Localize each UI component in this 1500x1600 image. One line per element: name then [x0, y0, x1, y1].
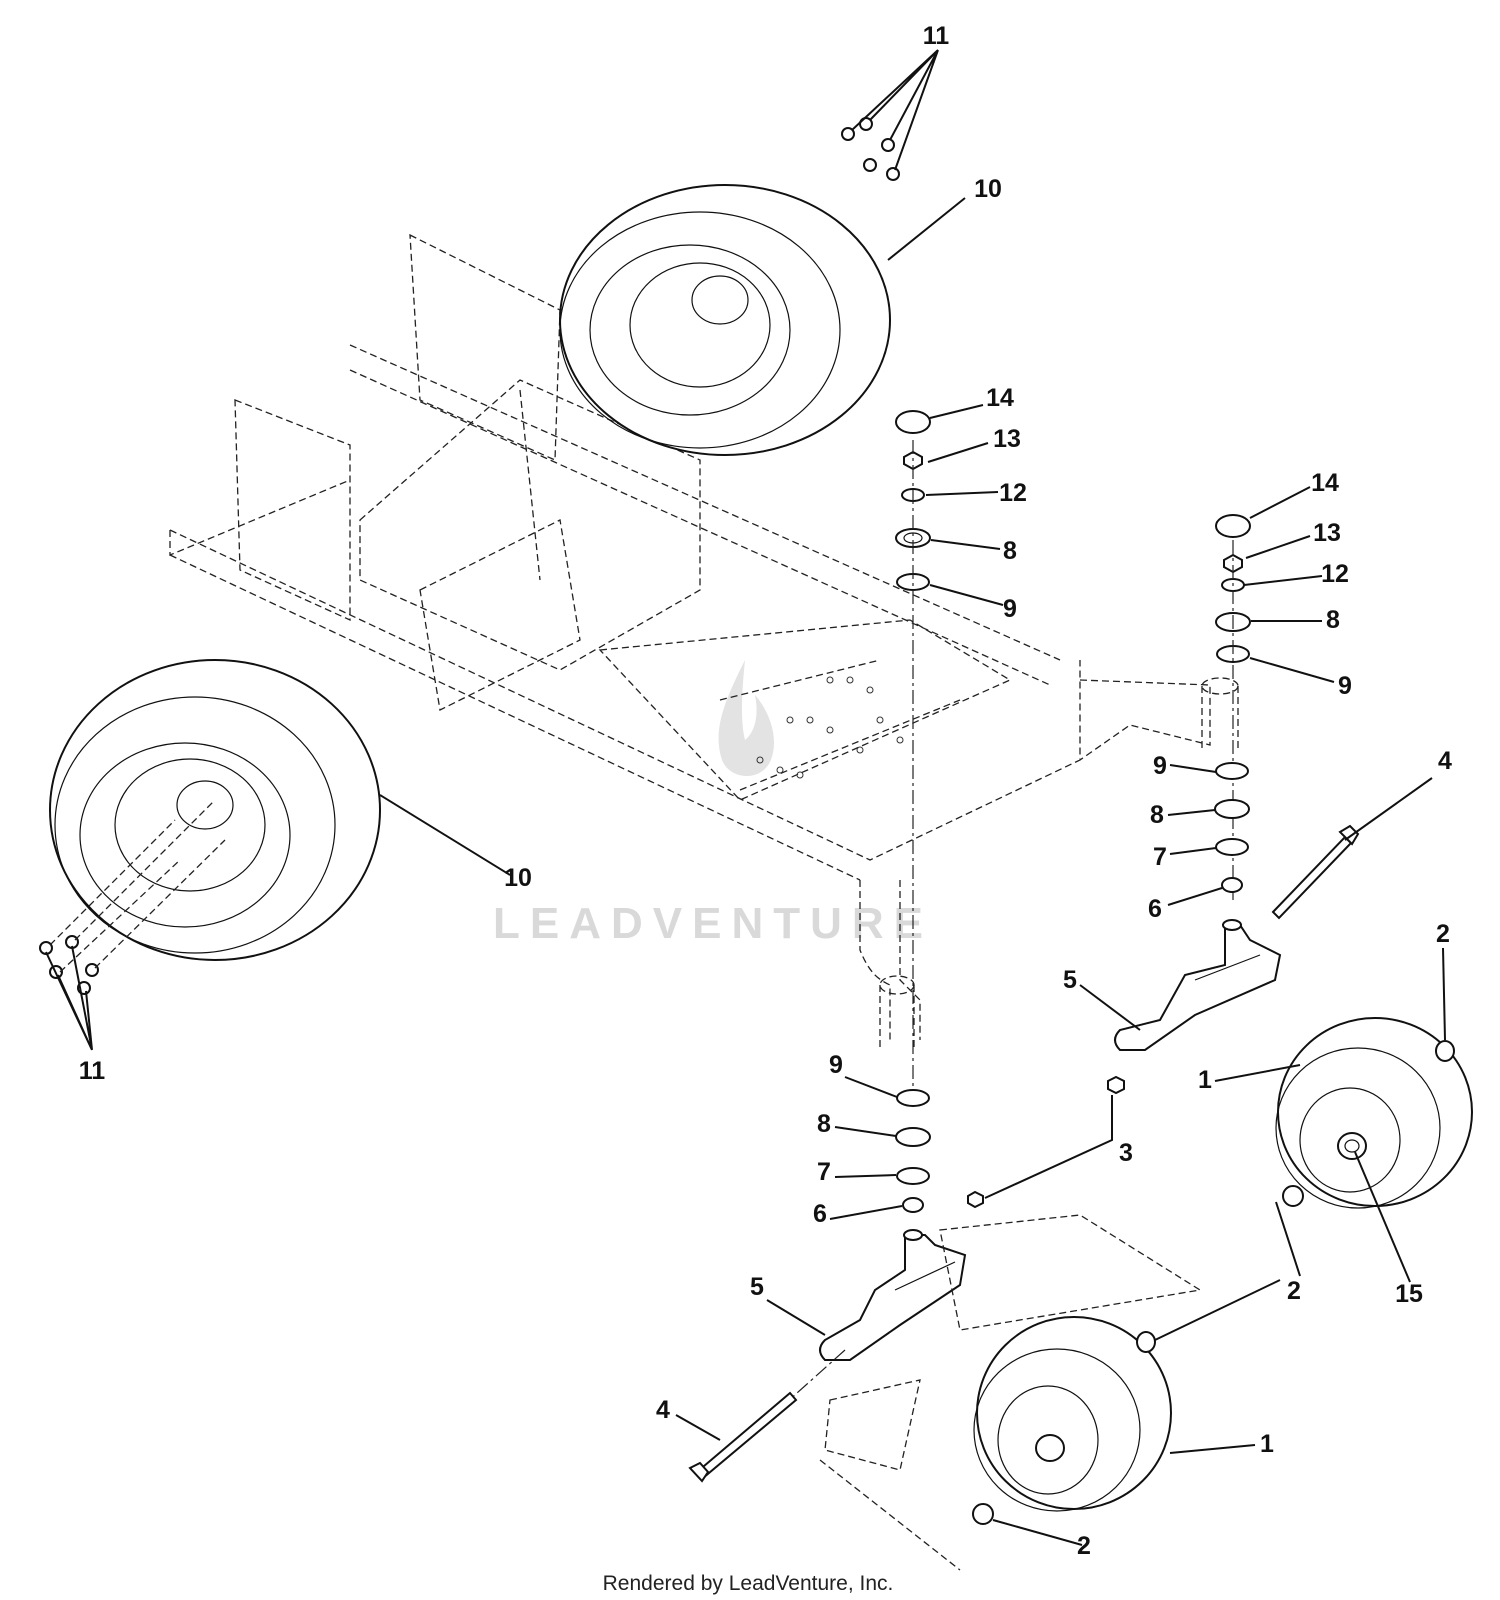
bushings — [972, 1040, 1455, 1525]
callout-8-right-upper: 8 — [1326, 606, 1340, 634]
callout-9-left-lower: 9 — [829, 1051, 843, 1079]
callout-14-right: 14 — [1311, 469, 1339, 497]
caster-wheel-right — [1275, 1017, 1473, 1209]
callout-8-right-lower: 8 — [1150, 801, 1164, 829]
lug-nuts-top — [841, 117, 900, 181]
axle-bolt-right — [1271, 824, 1360, 920]
rear-wheel-top — [559, 184, 891, 456]
callout-7-left-lower: 7 — [817, 1158, 831, 1186]
callout-9-right-upper: 9 — [1338, 672, 1352, 700]
callout-14-left: 14 — [986, 384, 1014, 412]
callout-4-left: 4 — [656, 1396, 670, 1424]
callout-5-right: 5 — [1063, 966, 1077, 994]
callout-10-left: 10 — [504, 864, 532, 892]
callout-8-left-upper: 8 — [1003, 537, 1017, 565]
axle-bolt-left — [688, 1391, 798, 1483]
callout-12-left: 12 — [999, 479, 1027, 507]
pivot-stack-right-upper — [1215, 514, 1251, 663]
callout-10-top: 10 — [974, 175, 1002, 203]
lug-nuts-left — [39, 935, 99, 995]
callout-3: 3 — [1119, 1139, 1133, 1167]
callout-15: 15 — [1395, 1280, 1423, 1308]
flame-logo-icon — [718, 660, 775, 777]
mower-frame — [169, 233, 1239, 1050]
callout-13-left: 13 — [993, 425, 1021, 453]
callout-11-left: 11 — [79, 1057, 106, 1085]
pivot-stack-left-lower — [895, 1089, 931, 1213]
callout-2-bottom: 2 — [1077, 1532, 1091, 1560]
callout-8-left-lower: 8 — [817, 1110, 831, 1138]
pivot-stack-right-lower — [1214, 762, 1250, 893]
caster-wheel-left — [973, 1316, 1172, 1512]
callout-6-right-lower: 6 — [1148, 895, 1162, 923]
rear-wheel-left — [49, 659, 381, 961]
callout-2-top-right: 2 — [1436, 920, 1450, 948]
callout-6-left-lower: 6 — [813, 1200, 827, 1228]
callout-12-right: 12 — [1321, 560, 1349, 588]
watermark: LEADVENTURE — [493, 660, 933, 948]
nut-3 — [1107, 1075, 1125, 1095]
caster-fork-left — [819, 1229, 967, 1361]
nut-3b — [967, 1190, 984, 1209]
leader-lines — [45, 49, 1446, 1546]
callout-5-left: 5 — [750, 1273, 764, 1301]
footer-credit: Rendered by LeadVenture, Inc. — [603, 1572, 894, 1595]
callout-9-left-upper: 9 — [1003, 595, 1017, 623]
callout-2-mid: 2 — [1287, 1277, 1301, 1305]
callout-9-right-lower: 9 — [1153, 752, 1167, 780]
callout-4-right: 4 — [1438, 747, 1452, 775]
callout-1-left: 1 — [1260, 1430, 1274, 1458]
callout-11-top: 11 — [923, 22, 950, 50]
callout-1-right: 1 — [1198, 1066, 1212, 1094]
caster-fork-right — [1114, 919, 1282, 1051]
callout-labels: 11 10 14 13 12 8 9 14 13 12 8 9 9 8 7 6 … — [79, 22, 1452, 1560]
callout-7-right-lower: 7 — [1153, 843, 1167, 871]
callout-13-right: 13 — [1313, 519, 1341, 547]
watermark-text: LEADVENTURE — [493, 899, 933, 948]
